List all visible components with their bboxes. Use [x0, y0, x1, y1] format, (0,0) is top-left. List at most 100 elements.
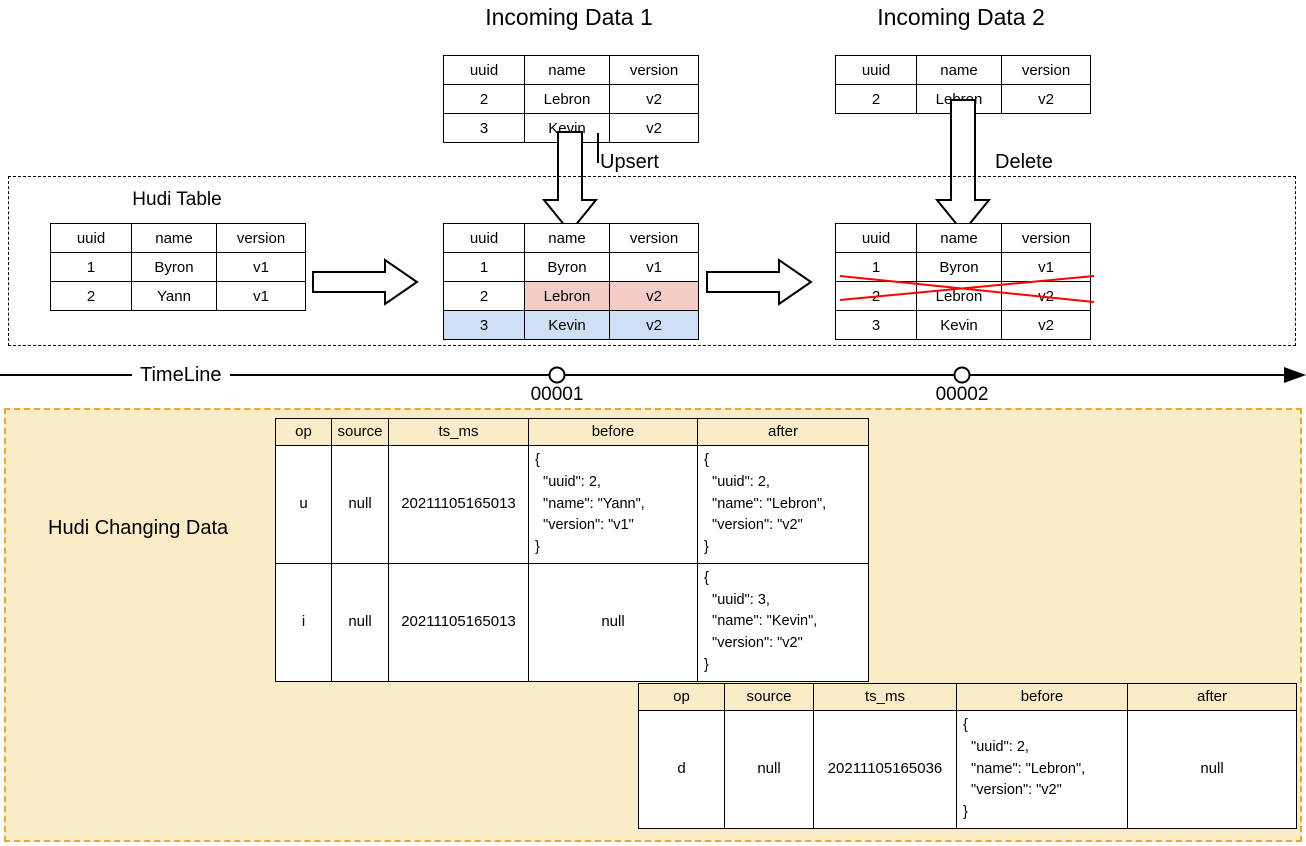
changelog-header-row: op source ts_ms before after [275, 418, 869, 446]
col-header-uuid: uuid [835, 223, 917, 253]
table-row-inserted: 3 Kevin v2 [443, 310, 699, 340]
cell-before: { "uuid": 2, "name": "Lebron", "version"… [956, 710, 1128, 829]
col-header-before: before [528, 418, 698, 446]
table-header-row: uuid name version [50, 223, 306, 253]
cell-version: v1 [216, 252, 306, 282]
table-row: 2 Lebron v2 [443, 84, 699, 114]
cell-ts-ms: 20211105165013 [388, 445, 529, 564]
col-header-after: after [697, 418, 869, 446]
cell-version: v2 [609, 310, 699, 340]
cell-name: Byron [131, 252, 217, 282]
cell-after: { "uuid": 3, "name": "Kevin", "version":… [697, 562, 869, 682]
upsert-transition-arrow [312, 258, 419, 306]
hudi-table-region [8, 176, 1296, 346]
cell-uuid: 2 [835, 84, 917, 114]
incoming-data-2-title: Incoming Data 2 [877, 4, 1045, 30]
cell-name: Byron [916, 252, 1002, 282]
cell-uuid: 3 [443, 310, 525, 340]
table-row: 3 Kevin v2 [835, 310, 1091, 340]
col-header-ts-ms: ts_ms [388, 418, 529, 446]
cell-name: Yann [131, 281, 217, 311]
col-header-name: name [131, 223, 217, 253]
cell-name: Byron [524, 252, 610, 282]
table-header-row: uuid name version [443, 55, 699, 85]
incoming-data-1-title: Incoming Data 1 [485, 4, 653, 30]
cell-op: i [275, 562, 332, 682]
col-header-version: version [1001, 55, 1091, 85]
hudi-table-before: uuid name version 1 Byron v1 2 Yann v1 [50, 223, 306, 311]
col-header-name: name [524, 223, 610, 253]
incoming-data-1-table: uuid name version 2 Lebron v2 3 Kevin v2 [443, 55, 699, 143]
cell-uuid: 3 [443, 113, 525, 143]
col-header-name: name [916, 223, 1002, 253]
table-header-row: uuid name version [835, 223, 1091, 253]
cell-version: v2 [609, 113, 699, 143]
changelog-header-row: op source ts_ms before after [638, 683, 1297, 711]
cell-version: v2 [609, 84, 699, 114]
col-header-before: before [956, 683, 1128, 711]
cell-version: v2 [1001, 84, 1091, 114]
col-header-uuid: uuid [443, 55, 525, 85]
cell-version: v2 [609, 281, 699, 311]
cell-before: { "uuid": 2, "name": "Yann", "version": … [528, 445, 698, 564]
timeline-label: TimeLine [132, 365, 230, 385]
col-header-name: name [916, 55, 1002, 85]
col-header-version: version [216, 223, 306, 253]
changelog-row-delete: d null 20211105165036 { "uuid": 2, "name… [638, 710, 1297, 829]
changelog-row-update: u null 20211105165013 { "uuid": 2, "name… [275, 445, 869, 564]
cell-op: d [638, 710, 725, 829]
table-row: 2 Lebron v2 [835, 84, 1091, 114]
col-header-after: after [1127, 683, 1297, 711]
cell-uuid: 1 [443, 252, 525, 282]
col-header-version: version [609, 223, 699, 253]
cell-uuid: 2 [50, 281, 132, 311]
hudi-table-title: Hudi Table [132, 189, 222, 210]
table-row: 2 Yann v1 [50, 281, 306, 311]
timeline-tick-00002: 00002 [935, 384, 989, 405]
col-header-op: op [638, 683, 725, 711]
cell-before: null [528, 562, 698, 682]
col-header-version: version [609, 55, 699, 85]
cell-name: Lebron [524, 281, 610, 311]
delete-label: Delete [995, 151, 1053, 173]
table-row: 1 Byron v1 [50, 252, 306, 282]
col-header-op: op [275, 418, 332, 446]
cell-name: Lebron [524, 84, 610, 114]
cell-version: v1 [609, 252, 699, 282]
col-header-uuid: uuid [50, 223, 132, 253]
hudi-table-after-upsert: uuid name version 1 Byron v1 2 Lebron v2… [443, 223, 699, 340]
delete-transition-arrow [706, 258, 813, 306]
cell-version: v1 [216, 281, 306, 311]
col-header-source: source [724, 683, 814, 711]
deleted-row-cross-icon [839, 275, 1095, 303]
cell-op: u [275, 445, 332, 564]
table-row: 1 Byron v1 [443, 252, 699, 282]
cell-after: null [1127, 710, 1297, 829]
hudi-changing-data-label: Hudi Changing Data [48, 517, 229, 539]
changelog-row-insert: i null 20211105165013 null { "uuid": 3, … [275, 562, 869, 682]
cell-after: { "uuid": 2, "name": "Lebron", "version"… [697, 445, 869, 564]
col-header-ts-ms: ts_ms [813, 683, 957, 711]
cell-uuid: 2 [443, 84, 525, 114]
cell-uuid: 3 [835, 310, 917, 340]
cell-uuid: 2 [443, 281, 525, 311]
cell-source: null [331, 445, 389, 564]
cell-source: null [331, 562, 389, 682]
col-header-name: name [524, 55, 610, 85]
col-header-uuid: uuid [835, 55, 917, 85]
upsert-leader-line [597, 133, 599, 163]
table-header-row: uuid name version [443, 223, 699, 253]
cell-uuid: 1 [50, 252, 132, 282]
timeline-tick-00001: 00001 [530, 384, 584, 405]
cell-ts-ms: 20211105165036 [813, 710, 957, 829]
col-header-uuid: uuid [443, 223, 525, 253]
col-header-source: source [331, 418, 389, 446]
cell-name: Kevin [524, 310, 610, 340]
delete-arrow [934, 99, 992, 234]
upsert-label: Upsert [600, 151, 659, 173]
upsert-arrow [541, 131, 599, 234]
table-header-row: uuid name version [835, 55, 1091, 85]
cell-version: v2 [1001, 310, 1091, 340]
table-row-updated: 2 Lebron v2 [443, 281, 699, 311]
cell-uuid: 1 [835, 252, 917, 282]
